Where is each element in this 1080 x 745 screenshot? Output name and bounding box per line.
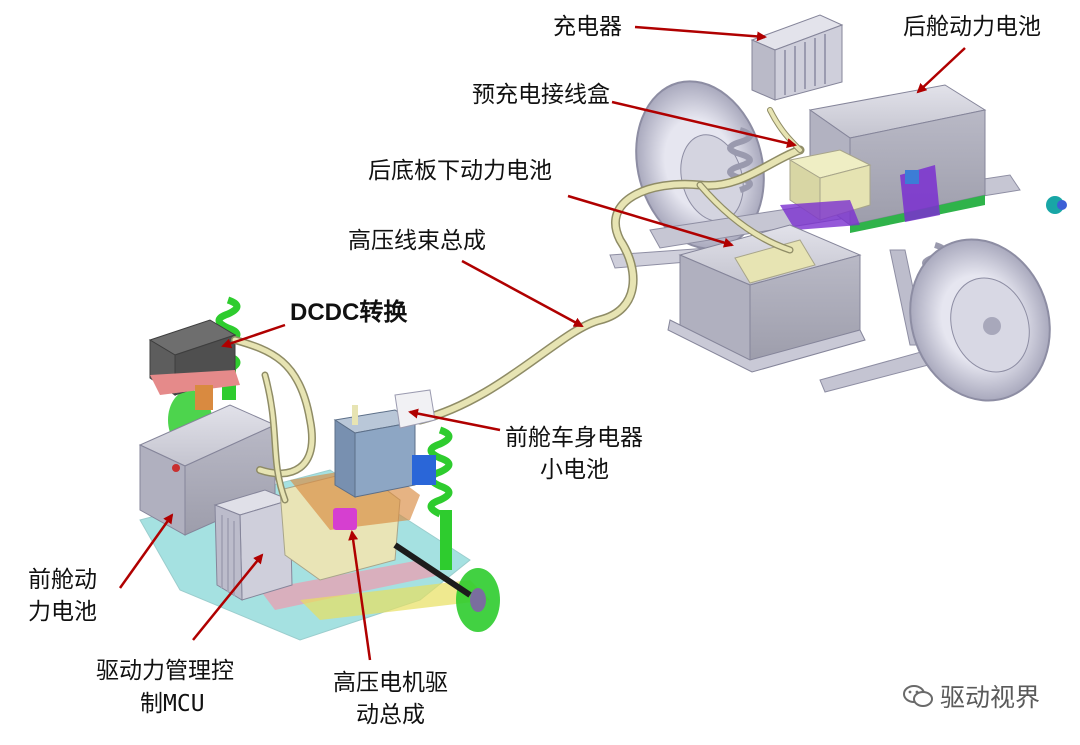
front-harness (231, 336, 316, 504)
arrow-front-body-battery (408, 408, 501, 432)
front-cabin-battery (138, 404, 277, 536)
drive-shaft (393, 542, 472, 598)
label-front-body-battery-line2: 小电池 (540, 457, 609, 483)
front-body-battery (333, 389, 436, 498)
label-mcu-line2: 制MCU (140, 691, 205, 717)
label-precharge-box: 预充电接线盒 (472, 82, 610, 108)
arrow-dcdc (221, 323, 286, 349)
hv-harness (415, 107, 805, 425)
arrow-precharge-box (611, 100, 797, 149)
front-right-strut (427, 426, 500, 632)
rear-wheel-left (635, 80, 765, 250)
label-hv-harness: 高压线束总成 (348, 228, 486, 254)
arrow-mcu (192, 553, 264, 641)
label-rear-floor-battery: 后底板下动力电池 (368, 158, 552, 184)
annotation-arrows (118, 25, 966, 661)
arrow-charger (634, 25, 767, 42)
charger (750, 14, 844, 101)
label-charger: 充电器 (553, 14, 622, 40)
precharge-box (780, 149, 872, 230)
label-rear-cabin-battery: 后舱动力电池 (903, 14, 1041, 40)
mcu-unit (213, 489, 293, 601)
label-hv-motor-line1: 高压电机驱 (333, 670, 448, 696)
rear-floor-battery (667, 224, 866, 373)
watermark: 驱动视界 (902, 678, 1040, 714)
arrow-hv-harness (461, 259, 584, 328)
dcdc-converter (148, 319, 240, 410)
arrow-front-cabin-battery (118, 513, 174, 589)
label-mcu-line1: 驱动力管理控 (96, 658, 234, 684)
rear-connector (1046, 196, 1067, 214)
label-hv-motor-line2: 动总成 (356, 702, 425, 728)
label-front-cabin-battery-line1: 前舱动 (28, 567, 97, 593)
wechat-icon (903, 685, 933, 707)
label-front-cabin-battery-line2: 力电池 (28, 599, 97, 625)
rear-wheel-right (909, 238, 1051, 402)
arrow-hv-motor (348, 530, 372, 661)
watermark-text: 驱动视界 (940, 683, 1041, 712)
label-front-body-battery-line1: 前舱车身电器 (505, 425, 643, 451)
arrow-rear-floor-battery (567, 194, 734, 248)
label-dcdc: DCDC转换 (290, 299, 408, 326)
rear-cabin-battery (808, 84, 987, 233)
arrow-rear-cabin-battery (916, 47, 966, 94)
